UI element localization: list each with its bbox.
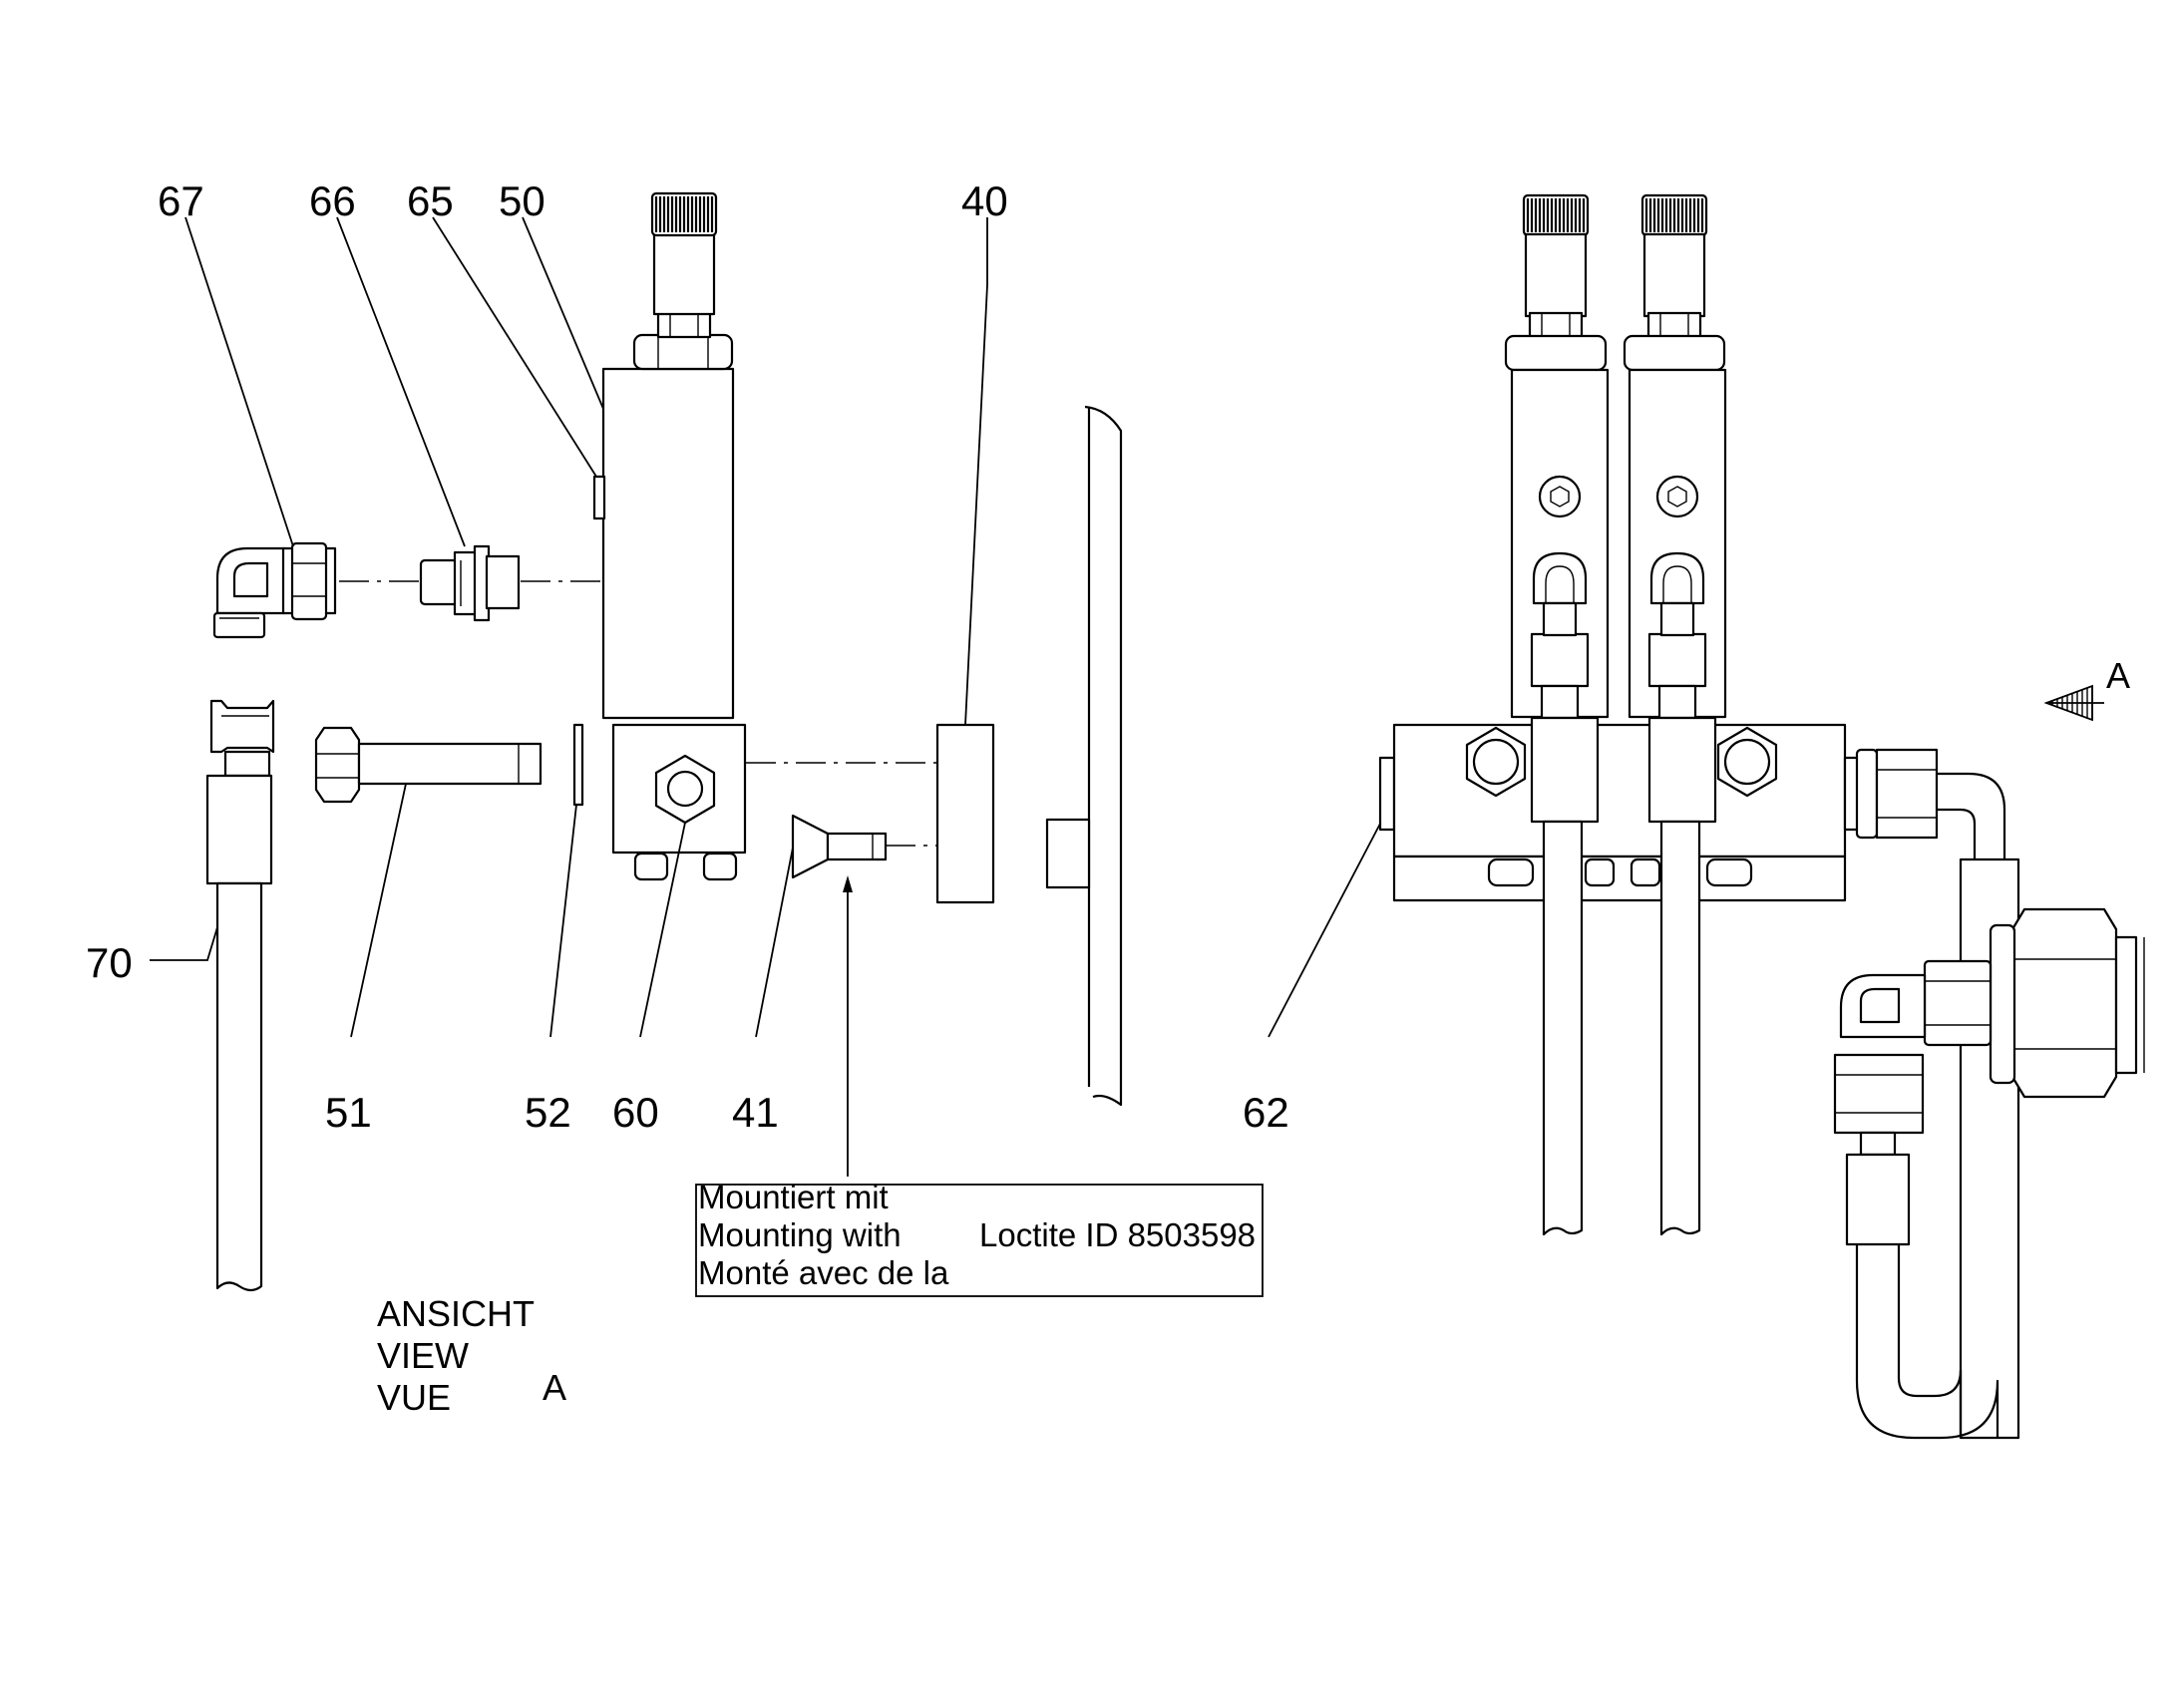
knurl-pattern [1526, 198, 1586, 232]
part-70-tube-with-nut [205, 699, 275, 1292]
mounting-note-box: Mountiert mit Mounting with Monté avec d… [695, 1179, 1264, 1297]
callout-70: 70 [86, 939, 133, 986]
part-40-bracket [935, 723, 995, 904]
view-label: ANSICHT VIEW VUE A [377, 1293, 566, 1418]
callout-67: 67 [158, 177, 204, 224]
view-arrow-a: A [2043, 655, 2130, 722]
part-66-double-nipple [419, 544, 521, 622]
leader-lines [150, 216, 1381, 1038]
part-67-elbow-fitting [212, 541, 337, 639]
view-label-fr: VUE [377, 1377, 451, 1418]
knurl-pattern [654, 196, 714, 232]
callout-60: 60 [612, 1089, 659, 1136]
part-41-countersunk-screw [791, 814, 888, 879]
callout-65: 65 [407, 177, 454, 224]
view-a-side-line [1833, 772, 2145, 1440]
view-label-de: ANSICHT [377, 1293, 535, 1334]
view-a-distributor-manifold [1378, 716, 1939, 902]
callout-62: 62 [1243, 1089, 1289, 1136]
part-50-valve-body [592, 191, 735, 720]
note-line-de: Mountiert mit [698, 1179, 889, 1215]
view-label-en: VIEW [377, 1335, 469, 1376]
note-line-en: Mounting with [698, 1216, 902, 1253]
callout-40: 40 [961, 177, 1008, 224]
mounting-plate-section [1045, 405, 1123, 1107]
view-arrow-letter: A [2106, 655, 2130, 696]
view-a-valve-tower-right [1623, 193, 1727, 720]
view-a-valve-tower-left [1504, 193, 1610, 720]
callout-51: 51 [325, 1089, 372, 1136]
part-51-hex-bolt [314, 726, 543, 804]
callout-labels: 67 66 65 50 40 70 51 52 60 41 62 [86, 177, 1289, 1136]
callout-66: 66 [309, 177, 356, 224]
view-label-letter: A [543, 1367, 566, 1408]
knurl-pattern [1644, 198, 1704, 232]
callout-52: 52 [525, 1089, 571, 1136]
view-a-output-tubes [1542, 820, 1701, 1236]
note-line-fr: Monté avec de la [698, 1254, 949, 1291]
callout-41: 41 [732, 1089, 779, 1136]
callout-50: 50 [499, 177, 545, 224]
part-60-distributor-block [611, 723, 747, 881]
note-product: Loctite ID 8503598 [979, 1216, 1256, 1253]
part-52-washer [572, 723, 584, 807]
note-leader-arrow [843, 875, 853, 1177]
